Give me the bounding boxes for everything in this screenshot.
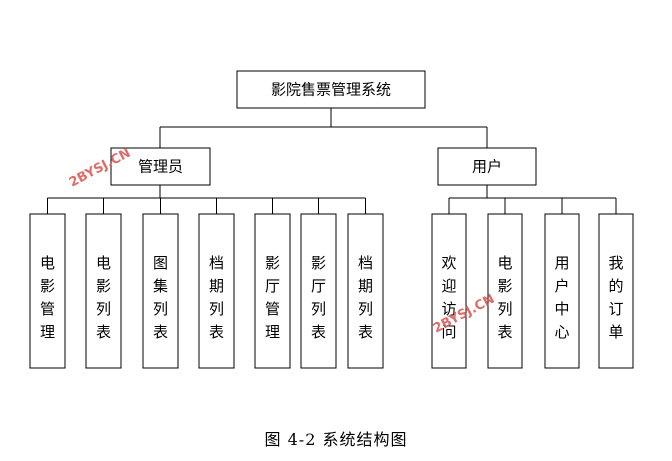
- child-node-0-6-label: 档期列表: [358, 254, 373, 341]
- child-node-1-3: 我的订单: [598, 213, 634, 369]
- child-node-1-2: 用户中心: [544, 213, 580, 369]
- figure-caption: 图 4-2 系统结构图: [264, 430, 408, 449]
- group-node-1-label: 用户: [472, 158, 502, 176]
- child-node-0-3-label: 档期列表: [209, 254, 224, 341]
- child-node-0-4: 影厅管理: [254, 213, 291, 369]
- child-node-0-4-label: 影厅管理: [265, 254, 280, 341]
- child-node-1-2-label: 用户中心: [554, 254, 569, 341]
- child-node-0-3: 档期列表: [198, 213, 235, 369]
- child-node-1-3-label: 我的订单: [608, 254, 623, 341]
- root-node: 影院售票管理系统: [236, 70, 426, 109]
- child-node-0-6: 档期列表: [347, 213, 384, 369]
- child-node-0-0: 电影管理: [29, 213, 66, 369]
- child-node-1-0: 欢迎访问: [431, 213, 467, 369]
- child-node-0-5: 影厅列表: [300, 213, 337, 369]
- group-node-1: 用户: [437, 147, 537, 186]
- child-node-0-0-label: 电影管理: [40, 254, 55, 341]
- child-node-1-1-label: 电影列表: [497, 254, 512, 341]
- child-node-0-2: 图集列表: [142, 213, 179, 369]
- child-node-0-2-label: 图集列表: [153, 254, 168, 341]
- group-node-0: 管理员: [110, 147, 211, 186]
- child-node-1-1: 电影列表: [487, 213, 523, 369]
- root-node-label: 影院售票管理系统: [271, 81, 391, 99]
- child-node-1-0-label: 欢迎访问: [441, 254, 456, 341]
- child-node-0-5-label: 影厅列表: [311, 254, 326, 341]
- child-node-0-1: 电影列表: [85, 213, 122, 369]
- group-node-0-label: 管理员: [138, 158, 183, 176]
- child-node-0-1-label: 电影列表: [96, 254, 111, 341]
